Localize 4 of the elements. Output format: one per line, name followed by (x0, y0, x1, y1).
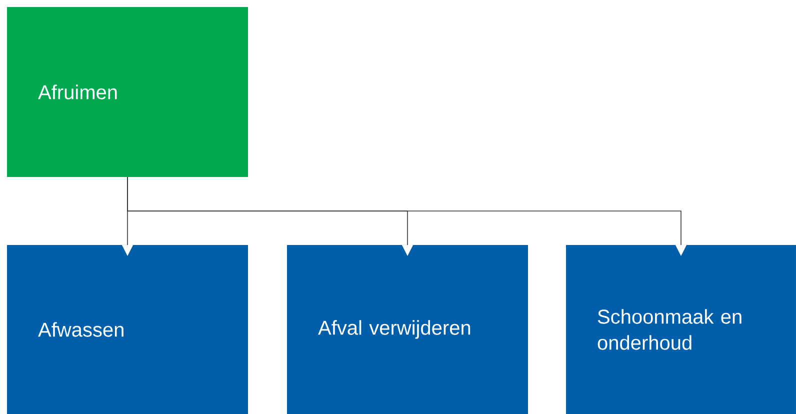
task-box: Afval verwijderen (287, 244, 528, 414)
task-box: Schoonmaak en onderhoud (566, 244, 796, 414)
task-box: Afwassen (7, 244, 248, 414)
task-box: Afruimen (7, 7, 248, 177)
